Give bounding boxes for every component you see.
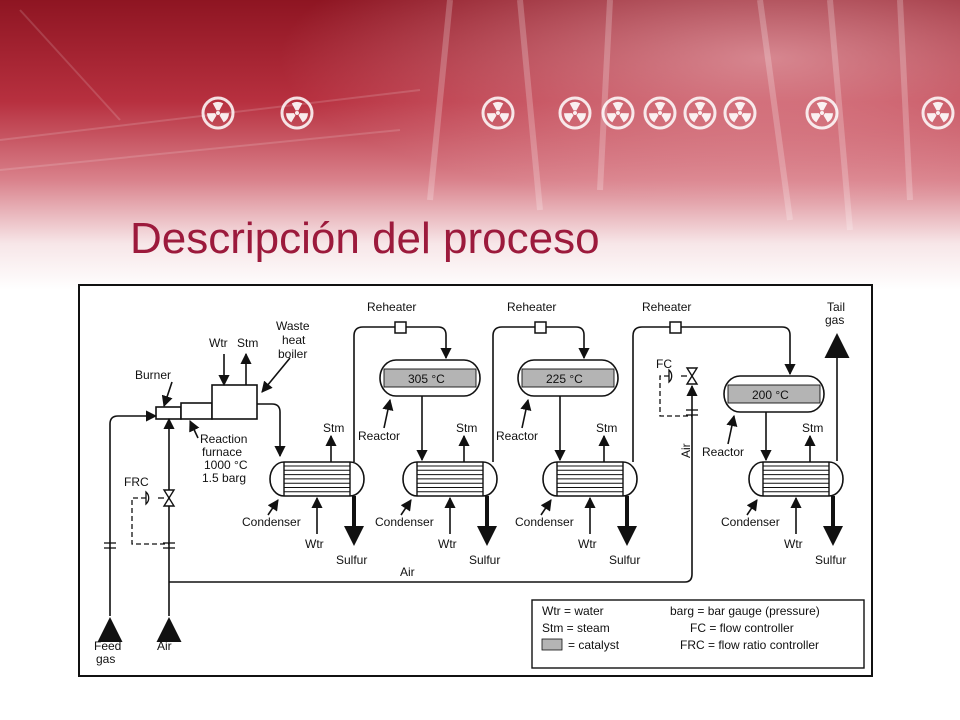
radiation-icon	[643, 96, 677, 130]
radiation-icon	[201, 96, 235, 130]
page-title: Descripción del proceso	[130, 214, 600, 263]
frc-signal-line	[131, 497, 169, 545]
air-line-label: Air	[400, 565, 415, 579]
legend-water: Wtr = water	[542, 604, 604, 618]
reactor-temp: 225 °C	[546, 372, 583, 386]
condenser-steam-label: Stm	[596, 421, 617, 435]
fc-signal-line	[659, 375, 692, 417]
burner-label: Burner	[135, 368, 171, 382]
furnace-leader	[189, 419, 200, 439]
reactor-temp: 305 °C	[408, 372, 445, 386]
reheater-1: Reheater	[367, 300, 416, 334]
legend-box: Wtr = water Stm = steam = catalyst barg …	[531, 599, 865, 669]
reaction-label: Reaction	[200, 432, 247, 446]
industrial-background-art	[0, 0, 955, 231]
sulfur-label: Sulfur	[609, 553, 640, 567]
furnace-temp-label: 1000 °C	[204, 458, 248, 472]
feed-gas-line	[109, 410, 158, 616]
sulfur-label: Sulfur	[815, 553, 846, 567]
boiler-steam-label: Stm	[237, 336, 258, 350]
air-riser-label: Air	[679, 443, 693, 458]
condenser-water-label: Wtr	[305, 537, 324, 551]
air-main-line	[169, 384, 698, 583]
radiation-icon	[481, 96, 515, 130]
air-orifice-icon	[686, 409, 698, 416]
furnace-label: furnace	[202, 445, 242, 459]
flow-orifice-icon	[104, 542, 175, 549]
legend-catalyst: = catalyst	[568, 638, 620, 652]
waste-heat-boiler	[211, 384, 258, 420]
reactor-label: Reactor	[702, 445, 744, 459]
condenser-water-label: Wtr	[784, 537, 803, 551]
radiation-icon	[280, 96, 314, 130]
radiation-icon	[683, 96, 717, 130]
furnace-pressure-label: 1.5 barg	[202, 471, 246, 485]
header-banner: Descripción del proceso	[0, 0, 960, 290]
process-diagram-canvas: StmCondenserWtrSulfurStmCondenserWtrSulf…	[94, 300, 865, 669]
reaction-furnace	[180, 402, 213, 420]
radiation-icon	[921, 96, 955, 130]
condenser-label: Condenser	[242, 515, 301, 529]
boiler-water-label: Wtr	[209, 336, 228, 350]
reheater-3: Reheater	[642, 300, 691, 334]
condenser-steam-label: Stm	[323, 421, 344, 435]
air-inlet-label: Air	[157, 639, 172, 653]
boiler-label: boiler	[278, 347, 307, 361]
heat-label: heat	[282, 333, 306, 347]
reactor-temp: 200 °C	[752, 388, 789, 402]
waste-label: Waste	[276, 319, 310, 333]
reactor-1: 305 °C Reactor	[358, 359, 481, 443]
catalyst-bed	[727, 384, 821, 404]
legend-steam: Stm = steam	[542, 621, 610, 635]
condenser-label: Condenser	[721, 515, 780, 529]
condenser-water-label: Wtr	[578, 537, 597, 551]
feed-label: Feed	[94, 639, 121, 653]
condenser-steam-label: Stm	[456, 421, 477, 435]
condenser-label: Condenser	[375, 515, 434, 529]
frc-valve-icon	[145, 489, 176, 507]
condenser-label: Condenser	[515, 515, 574, 529]
reheater-2: Reheater	[507, 300, 556, 334]
boiler-leader	[261, 357, 291, 393]
reactor-3: 200 °C Reactor	[702, 375, 825, 459]
reactor-2: 225 °C Reactor	[496, 359, 619, 443]
tail-label: Tail	[827, 300, 845, 314]
radiation-icon	[558, 96, 592, 130]
radiation-icon	[805, 96, 839, 130]
reheater-label: Reheater	[642, 300, 691, 314]
condenser-steam-label: Stm	[802, 421, 823, 435]
catalyst-bed	[383, 368, 477, 388]
burner-leader	[161, 381, 173, 408]
catalyst-swatch	[541, 638, 563, 651]
legend-frc: FRC = flow ratio controller	[680, 638, 819, 652]
reactor-label: Reactor	[496, 429, 538, 443]
radiation-icon	[723, 96, 757, 130]
fc-valve-icon	[668, 367, 699, 385]
condenser-water-label: Wtr	[438, 537, 457, 551]
legend-fc: FC = flow controller	[690, 621, 794, 635]
burner	[155, 406, 182, 420]
reheater-label: Reheater	[507, 300, 556, 314]
fc-label: FC	[656, 357, 672, 371]
frc-label: FRC	[124, 475, 149, 489]
reheater-label: Reheater	[367, 300, 416, 314]
reactor-label: Reactor	[358, 429, 400, 443]
sulfur-label: Sulfur	[469, 553, 500, 567]
legend-barg: barg = bar gauge (pressure)	[670, 604, 820, 618]
boiler-outlet-line	[257, 403, 286, 458]
radiation-icon	[601, 96, 635, 130]
catalyst-bed	[521, 368, 615, 388]
sulfur-label: Sulfur	[336, 553, 367, 567]
feed-gas-label: gas	[96, 652, 115, 666]
tail-gas-label: gas	[825, 313, 844, 327]
